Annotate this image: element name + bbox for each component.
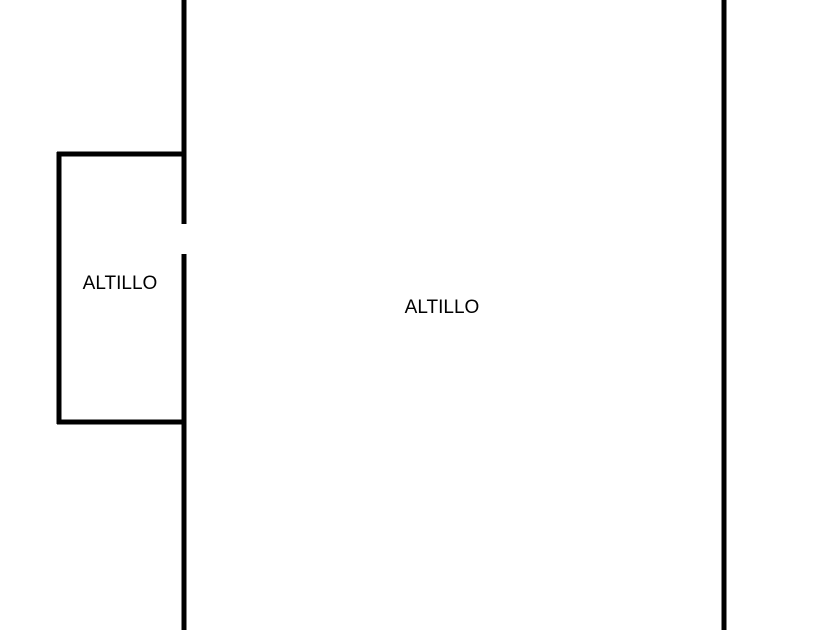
- main-room-label: ALTILLO: [404, 297, 480, 318]
- small-room-label: ALTILLO: [82, 273, 158, 294]
